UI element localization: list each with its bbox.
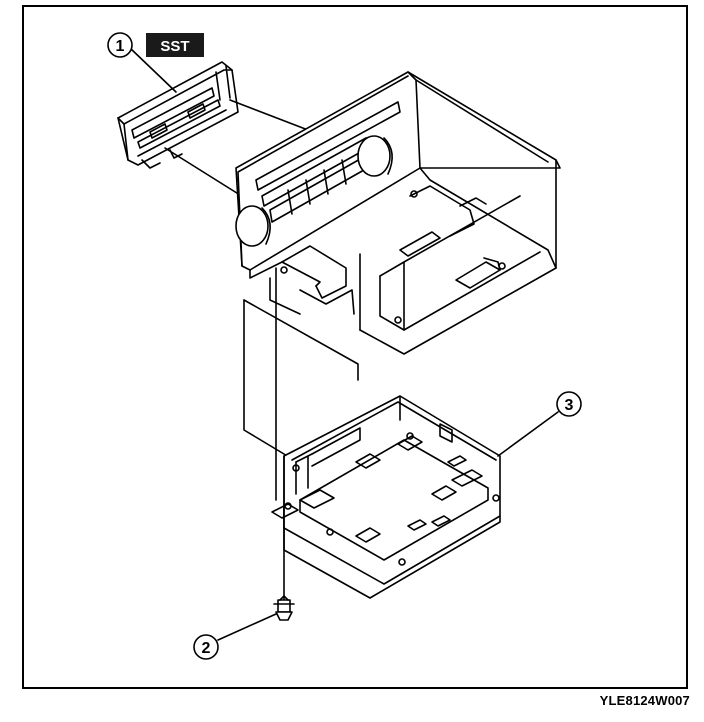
sst-leader-line <box>164 147 249 201</box>
callout-3-number: 3 <box>565 397 574 414</box>
callout-2-leader <box>217 613 277 641</box>
callout-3: 3 <box>556 391 582 417</box>
screw <box>273 595 295 621</box>
audio-unit <box>235 71 561 355</box>
figure-code: YLE8124W007 <box>599 693 690 708</box>
sst-tool <box>117 61 239 169</box>
callout-2-number: 2 <box>202 640 211 657</box>
callout-1-number: 1 <box>116 38 125 55</box>
sst-label: SST <box>160 38 189 55</box>
sst-badge: SST <box>146 33 204 57</box>
alignment-line-mid <box>243 299 359 381</box>
mounting-bracket <box>271 395 501 599</box>
callout-1: 1 <box>107 32 133 58</box>
callout-3-leader <box>497 411 559 457</box>
figure-frame <box>22 5 688 689</box>
callout-2: 2 <box>193 634 219 660</box>
alignment-line-left <box>243 299 295 461</box>
callout-1-leader <box>129 47 177 93</box>
